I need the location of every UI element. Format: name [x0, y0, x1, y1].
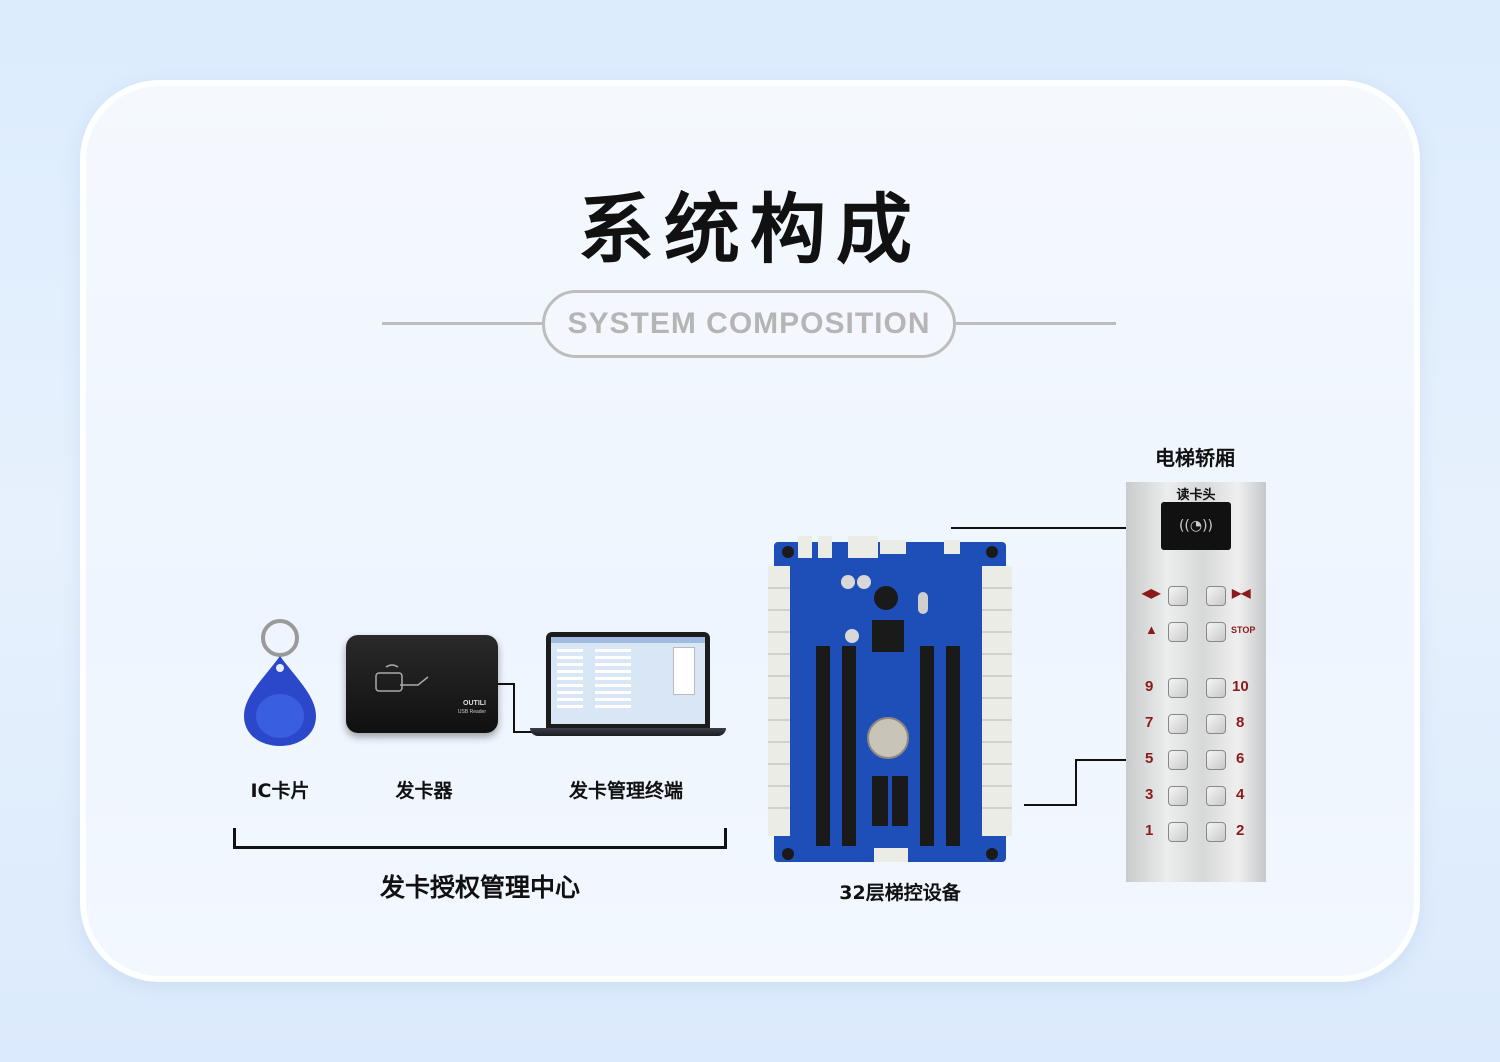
center-bracket	[233, 846, 727, 849]
center-label: 发卡授权管理中心	[379, 873, 580, 902]
subtitle-pill: SYSTEM COMPOSITION	[542, 290, 956, 358]
center-bracket-left	[233, 828, 236, 849]
connector-line	[1075, 759, 1077, 806]
elevator-controller-board	[768, 536, 1012, 862]
floor-2-button[interactable]	[1206, 822, 1226, 842]
connector-line	[1024, 804, 1076, 806]
stop-label: STOP	[1231, 625, 1256, 635]
laptop-base	[530, 728, 726, 736]
card-reader-icon: ((◔))	[1161, 502, 1231, 550]
alarm-icon: ▲	[1145, 622, 1158, 637]
floor-7-label: 7	[1145, 714, 1154, 731]
floor-9-button[interactable]	[1168, 678, 1188, 698]
door-open-icon: ◀▶	[1142, 586, 1161, 600]
floor-4-button[interactable]	[1206, 786, 1226, 806]
floor-6-button[interactable]	[1206, 750, 1226, 770]
ic-card-label: IC卡片	[250, 780, 310, 802]
connector-line	[951, 527, 1126, 529]
floor-3-button[interactable]	[1168, 786, 1188, 806]
door-close-icon: ▶◀	[1232, 586, 1251, 600]
reader-brand: OUTILI	[463, 700, 486, 707]
connector-line	[513, 683, 515, 733]
floor-2-label: 2	[1236, 822, 1245, 839]
floor-5-label: 5	[1145, 750, 1154, 767]
door-close-button[interactable]	[1206, 586, 1226, 606]
reader-head-label: 读卡头	[1176, 488, 1216, 503]
floor-4-label: 4	[1236, 786, 1245, 803]
alarm-button[interactable]	[1168, 622, 1188, 642]
subtitle-line-left	[382, 322, 544, 325]
controller-label: 32层梯控设备	[839, 882, 961, 904]
floor-8-button[interactable]	[1206, 714, 1226, 734]
floor-1-label: 1	[1145, 822, 1154, 839]
subtitle-line-right	[948, 322, 1116, 325]
elevator-panel: 读卡头 ((◔)) ◀▶ ▶◀ ▲ STOP 9 10 7 8 5 6 3 4 …	[1126, 482, 1266, 882]
page-title: 系统构成	[578, 185, 922, 274]
stop-button[interactable]	[1206, 622, 1226, 642]
floor-3-label: 3	[1145, 786, 1154, 803]
card-issuer-device: OUTILI USB Reader	[346, 635, 498, 733]
center-bracket-right	[724, 828, 727, 849]
card-tap-icon	[375, 664, 429, 692]
floor-8-label: 8	[1236, 714, 1245, 731]
floor-9-label: 9	[1145, 678, 1154, 695]
laptop-screen	[551, 637, 705, 724]
floor-6-label: 6	[1236, 750, 1245, 767]
connector-line	[1075, 759, 1126, 761]
door-open-button[interactable]	[1168, 586, 1188, 606]
floor-5-button[interactable]	[1168, 750, 1188, 770]
car-label: 电梯轿厢	[1155, 446, 1235, 470]
floor-7-button[interactable]	[1168, 714, 1188, 734]
floor-1-button[interactable]	[1168, 822, 1188, 842]
laptop-terminal	[546, 632, 710, 728]
terminal-label: 发卡管理终端	[568, 780, 683, 802]
card-issuer-label: 发卡器	[395, 780, 453, 802]
reader-model: USB Reader	[457, 709, 486, 715]
connector-line	[513, 731, 533, 733]
floor-10-button[interactable]	[1206, 678, 1226, 698]
floor-10-label: 10	[1232, 678, 1249, 695]
ic-card-keyfob-icon	[244, 619, 316, 746]
connector-line	[498, 683, 514, 685]
